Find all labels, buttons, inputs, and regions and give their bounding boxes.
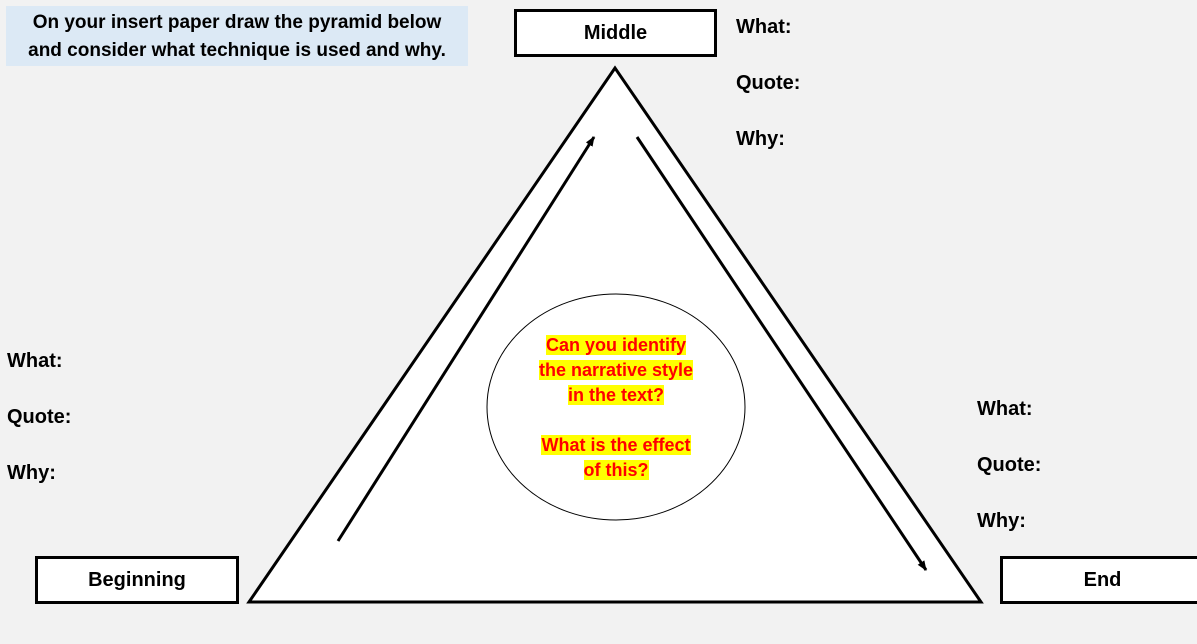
beginning-label: Beginning [88, 568, 186, 591]
end-prompts: What: Quote: Why: [977, 398, 1041, 566]
middle-prompts: What: Quote: Why: [736, 16, 800, 184]
beginning-label-box: Beginning [35, 556, 239, 604]
middle-why-prompt: Why: [736, 128, 785, 150]
beginning-prompts: What: Quote: Why: [7, 350, 71, 518]
question-2-line-1: What is the effect [541, 435, 691, 455]
end-what-prompt: What: [977, 398, 1033, 420]
beginning-what-prompt: What: [7, 350, 63, 372]
question-1-line-2: the narrative style [538, 360, 694, 380]
beginning-why-prompt: Why: [7, 462, 56, 484]
beginning-quote-prompt: Quote: [7, 406, 72, 428]
middle-what-prompt: What: [736, 16, 792, 38]
question-1-line-3: in the text? [567, 385, 664, 405]
arrow-down-right [635, 136, 928, 571]
arrow-up-left [336, 136, 596, 542]
instruction-line-1: On your insert paper draw the pyramid be… [32, 12, 442, 33]
end-label: End [1083, 568, 1122, 591]
question-narrative-style: Can you identify the narrative style in … [500, 333, 732, 408]
end-label-box: End [1000, 556, 1197, 604]
question-1-line-1: Can you identify [545, 335, 686, 355]
question-effect: What is the effect of this? [500, 433, 732, 483]
middle-quote-prompt: Quote: [736, 72, 801, 94]
end-quote-prompt: Quote: [977, 454, 1042, 476]
question-2-line-2: of this? [583, 460, 649, 480]
middle-label: Middle [583, 21, 648, 44]
middle-label-box: Middle [514, 9, 717, 57]
instruction-box: On your insert paper draw the pyramid be… [6, 6, 468, 66]
end-why-prompt: Why: [977, 510, 1026, 532]
center-questions: Can you identify the narrative style in … [500, 333, 732, 483]
instruction-line-2: and consider what technique is used and … [28, 40, 446, 61]
